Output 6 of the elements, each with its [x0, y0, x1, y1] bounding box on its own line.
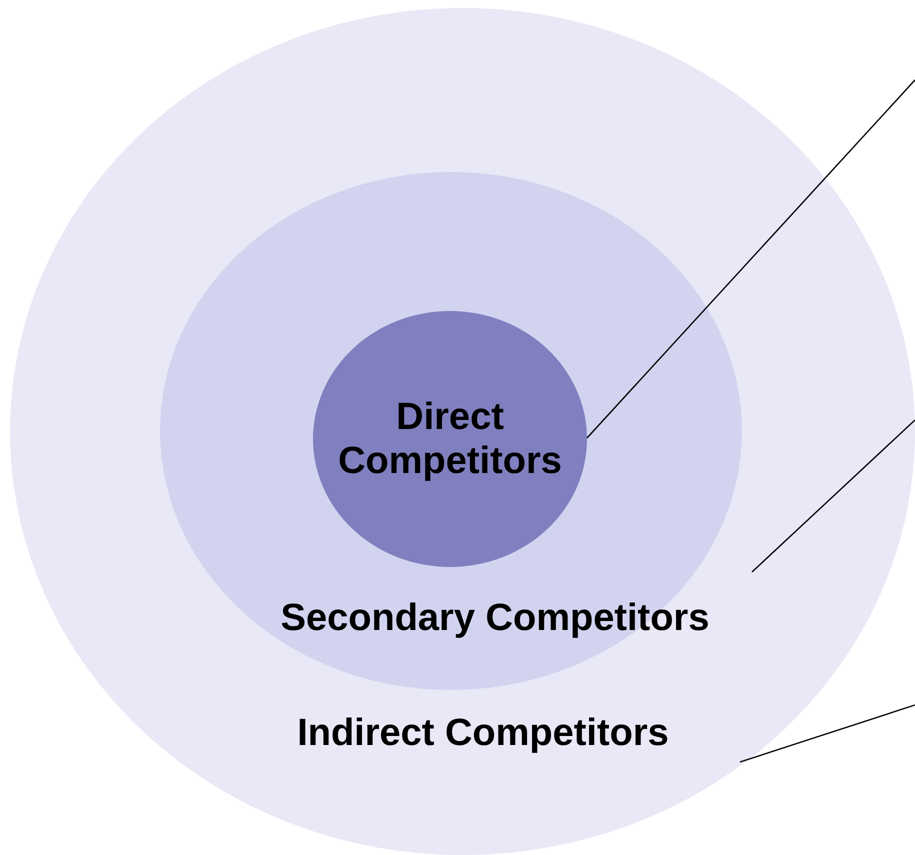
leader-line [752, 420, 915, 572]
leader-line [586, 80, 915, 438]
leader-line [740, 704, 915, 763]
ellipse-label: Secondary Competitors [280, 596, 710, 640]
ellipse-label: Direct Competitors [337, 395, 563, 483]
ellipse-label: Indirect Competitors [296, 711, 670, 755]
